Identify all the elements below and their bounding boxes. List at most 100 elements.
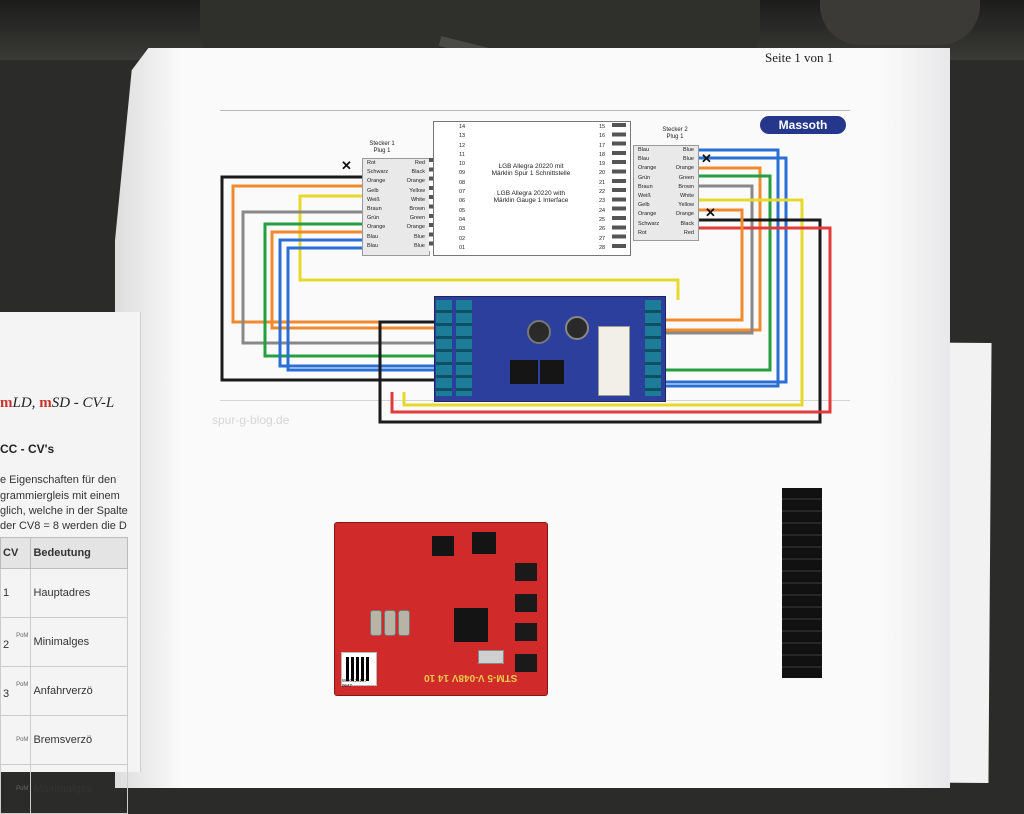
color-de: Gelb [367,187,379,194]
left-sheet-title-text: mLD, mSD - CV-L [0,395,114,412]
color-de: Schwarz [367,169,389,176]
left-paragraph-line: e Eigenschaften für den [0,474,117,486]
interface-box [433,121,631,256]
color-en: Green [678,174,694,181]
left-paragraph-line: grammiergleis mit einem [0,490,120,502]
wire [664,166,762,332]
title-part: SD - CV-L [51,395,115,411]
color-en: Black [411,169,425,176]
right-pin-strip [612,123,626,249]
wire [270,230,434,330]
wire [263,222,434,358]
color-en: White [679,193,694,200]
chip [510,360,538,384]
plug1-row: Orange Orange [363,177,429,186]
title-m: m [0,395,13,411]
cv-number: 3 [3,688,10,700]
color-en: Blue [413,242,425,249]
plug1-title: Stecker 1 Plug 1 [369,141,395,154]
color-de: Blau [367,233,379,240]
wire [664,208,744,322]
pin-number: 28 [598,244,606,251]
watermark: spur-g-blog.de [212,413,290,427]
pin-number: 05 [458,207,466,214]
wire [390,226,832,414]
plug2-row: Weiß White [634,192,698,201]
pin-header-strip [782,488,822,678]
pin-number: 23 [598,198,606,205]
inductor [384,610,396,636]
color-en: Black [680,220,694,227]
header-rule [220,110,850,111]
pin-number: 20 [598,170,606,177]
crystal-oscillator [478,650,504,664]
color-de: Weiß [367,196,380,203]
color-de: Orange [367,224,386,231]
pin-number: 13 [458,133,466,140]
wire [286,246,434,372]
wire [278,238,434,368]
massoth-logo: Massoth [760,116,846,134]
wire [664,174,772,372]
color-en: Yellow [678,202,694,209]
chip [515,654,537,672]
capacitor [527,320,551,344]
color-de: Rot [638,229,647,236]
plug2-row: Gelb Yellow [634,201,698,210]
color-de: Orange [367,178,386,185]
color-de: Weiß [638,193,651,200]
wire [664,184,754,335]
cross-mark: ✕ [705,205,716,220]
board-silkscreen: STM-5 V-048V 14 10 [424,672,518,683]
meaning-cell: Bremsverzö [30,715,128,765]
wiring-diagram [220,148,832,424]
right-terminal-block [645,300,661,396]
chip [540,360,564,384]
pin-number: 27 [598,235,606,242]
left-terminal-block-2 [456,300,472,396]
wire [378,218,822,424]
pin-number: 01 [458,244,466,251]
left-sheet-subtitle: CC - CV's [0,442,55,456]
pin-number: 10 [458,161,466,168]
interface-label-en: LGB Allegra 20220 with Märklin Gauge 1 I… [493,190,569,204]
wire [664,148,780,388]
cv-cell: PoM [0,715,32,765]
pin-number: 22 [598,189,606,196]
color-en: Orange [406,224,425,231]
inductor [370,610,382,636]
pom-badge: PoM [16,786,29,792]
pin-number: 06 [458,198,466,205]
wire [241,210,434,345]
color-en: Blue [413,233,425,240]
color-de: Grün [367,215,380,222]
color-de: Gelb [638,202,650,209]
pin-number: 12 [458,142,466,149]
locomotive-wheel [820,0,980,45]
pin-number: 04 [458,216,466,223]
cv-number: 1 [3,587,10,599]
pin-number: 25 [598,216,606,223]
cv-number: 2 [3,639,10,651]
left-paragraph-line: der CV8 = 8 werden die D [0,520,127,532]
wire [298,194,680,300]
color-en: Orange [406,178,425,185]
color-de: Schwarz [638,220,660,227]
microcontroller-chip [454,608,488,642]
pin-number: 17 [598,142,606,149]
pin-number: 19 [598,161,606,168]
